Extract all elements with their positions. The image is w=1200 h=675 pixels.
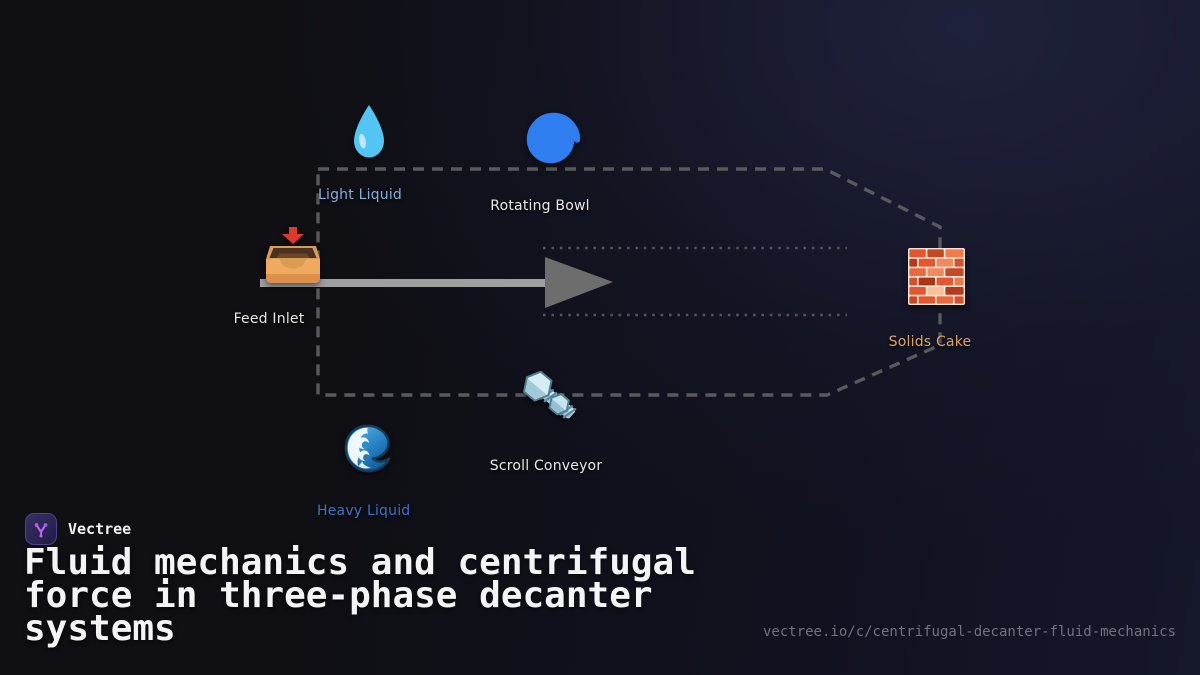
rotating-bowl-label: Rotating Bowl: [490, 198, 590, 214]
brand-lockup: Vectree: [25, 513, 131, 545]
title-line-2: force in three-phase decanter: [24, 575, 653, 616]
droplet-icon: [352, 104, 386, 159]
flow-arrow-shaft: [260, 279, 546, 287]
solids-cake-label: Solids Cake: [888, 334, 972, 350]
cyclone-icon: [526, 112, 581, 167]
brand-name: Vectree: [68, 520, 132, 538]
nut-and-bolt-icon: [523, 371, 583, 428]
water-wave-icon: [343, 423, 393, 473]
brick-icon: [908, 248, 965, 305]
light-liquid-label: Light Liquid: [318, 187, 403, 203]
title-line-1: Fluid mechanics and centrifugal: [24, 542, 696, 583]
title-line-3: systems: [24, 608, 176, 649]
page-title: Fluid mechanics and centrifugal force in…: [24, 542, 744, 649]
inbox-tray-icon: [265, 227, 321, 284]
vectree-branch-icon: [34, 523, 48, 538]
feed-inlet-label: Feed Inlet: [233, 311, 305, 327]
scroll-conveyor-label: Scroll Conveyor: [489, 458, 603, 474]
canonical-url: vectree.io/c/centrifugal-decanter-fluid-…: [762, 624, 1176, 640]
heavy-liquid-label: Heavy Liquid: [317, 503, 411, 519]
flow-arrow-head: [545, 257, 613, 308]
vectree-logo: [25, 513, 57, 545]
